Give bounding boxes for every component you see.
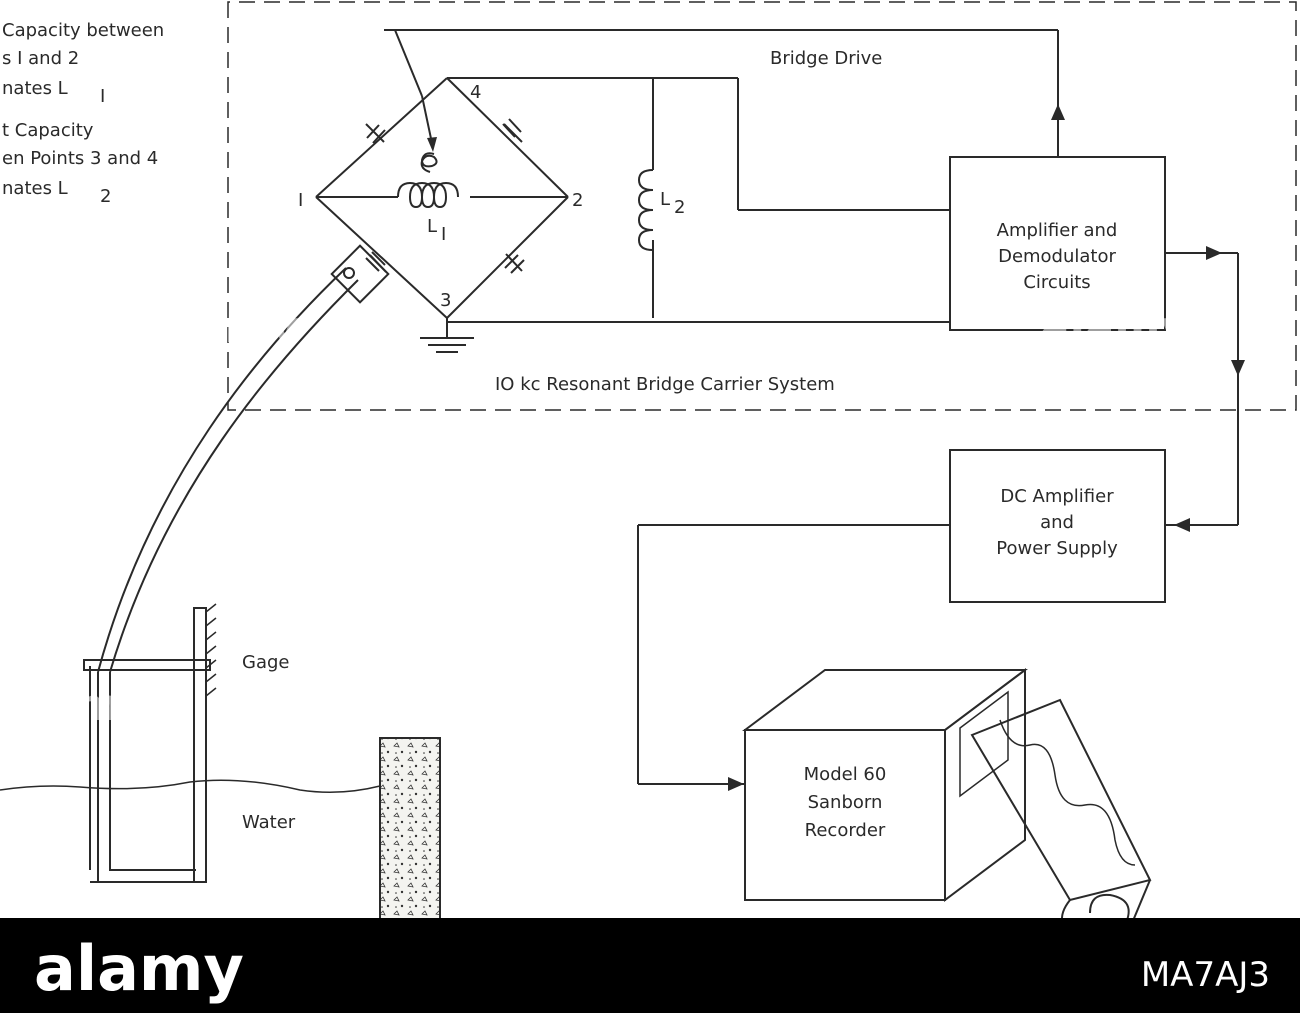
recorder-line-3: Recorder bbox=[805, 820, 886, 841]
system-label: IO kc Resonant Bridge Carrier System bbox=[495, 374, 835, 395]
recorder-line-1: Model 60 bbox=[804, 764, 887, 785]
note1-line1: Capacity between bbox=[2, 20, 164, 41]
node-1-label: I bbox=[298, 190, 303, 211]
gage-cable bbox=[97, 267, 347, 673]
gage-label: Gage bbox=[242, 652, 289, 673]
footer-image-id: MA7AJ3 bbox=[1141, 955, 1270, 995]
node-4-label: 4 bbox=[470, 82, 481, 103]
capacitor-upper-right bbox=[502, 118, 523, 143]
ground-symbol bbox=[420, 322, 474, 353]
recorder-paper bbox=[970, 698, 1152, 902]
bridge-drive-arrow bbox=[1051, 104, 1065, 120]
gage-assembly bbox=[83, 603, 217, 883]
inductor-l1 bbox=[397, 181, 459, 209]
watermark-3: alamy bbox=[598, 438, 747, 489]
annotation-note-2: t Capacity en Points 3 and 4 nates L 2 bbox=[2, 120, 158, 207]
watermark-1: alamy bbox=[150, 302, 299, 353]
footer-brand: alamy bbox=[34, 932, 244, 1005]
l1-subscript: I bbox=[441, 224, 446, 245]
inductor-l2 bbox=[637, 169, 654, 251]
bridge-drive-label: Bridge Drive bbox=[770, 48, 882, 69]
watermark-5: alamy bbox=[1200, 680, 1300, 731]
dc-amp-line-1: DC Amplifier bbox=[1000, 486, 1114, 507]
node-3-label: 3 bbox=[440, 290, 451, 311]
footer-bar bbox=[0, 918, 1300, 1013]
note1-line3: nates L bbox=[2, 78, 68, 99]
dc-amp-label: DC Amplifier and Power Supply bbox=[996, 486, 1118, 559]
note2-line3: nates L bbox=[2, 178, 68, 199]
l2-subscript: 2 bbox=[674, 197, 685, 218]
annotation-note-1: Capacity between s I and 2 nates L I bbox=[2, 20, 164, 107]
recorder-line-2: Sanborn bbox=[808, 792, 883, 813]
dc-amp-line-2: and bbox=[1040, 512, 1074, 533]
capacitor-lower-right bbox=[504, 253, 525, 274]
amp-demod-line-3: Circuits bbox=[1023, 272, 1090, 293]
sanborn-recorder bbox=[742, 668, 1028, 902]
l1-label: L bbox=[427, 216, 437, 237]
coupling-coil bbox=[420, 152, 438, 173]
amplifier-demodulator-block bbox=[949, 156, 1166, 331]
amp-demod-line-2: Demodulator bbox=[998, 246, 1116, 267]
l2-label: L bbox=[660, 189, 670, 210]
note2-line2: en Points 3 and 4 bbox=[2, 148, 158, 169]
note1-line2: s I and 2 bbox=[2, 48, 79, 69]
watermark-4: alamy bbox=[0, 680, 149, 731]
watermark-2: alamy bbox=[1040, 302, 1189, 353]
amp-demod-line-1: Amplifier and bbox=[997, 220, 1118, 241]
amp-demod-label: Amplifier and Demodulator Circuits bbox=[997, 220, 1118, 293]
dc-amp-line-3: Power Supply bbox=[996, 538, 1118, 559]
node-2-label: 2 bbox=[572, 190, 583, 211]
concrete-pier bbox=[379, 737, 441, 934]
transducer-head bbox=[330, 244, 390, 304]
note2-line1: t Capacity bbox=[2, 120, 94, 141]
note2-subscript: 2 bbox=[100, 186, 111, 207]
note1-subscript: I bbox=[100, 86, 105, 107]
capacitor-upper-left bbox=[365, 123, 386, 144]
water-surface bbox=[0, 779, 381, 793]
recorder-label: Model 60 Sanborn Recorder bbox=[804, 764, 887, 841]
water-label: Water bbox=[242, 812, 296, 833]
system-boundary bbox=[227, 1, 1297, 411]
watermark-overlay: alamy alamy alamy alamy alamy bbox=[0, 302, 1300, 731]
bridge-network bbox=[315, 29, 1065, 353]
